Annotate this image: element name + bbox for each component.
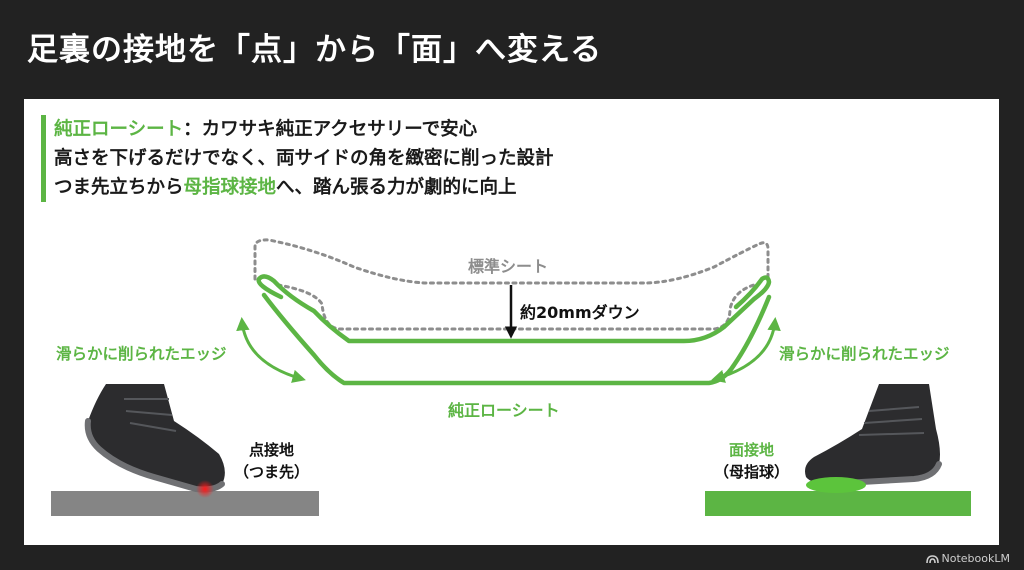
point-contact-title: 点接地 [249,441,295,459]
bullet-line-1: 純正ローシート：カワサキ純正アクセサリーで安心 [54,115,554,144]
seat-comparison-diagram [51,238,971,516]
edge-label-right: 滑らかに削られたエッジ [779,345,950,363]
low-seat-label: 純正ローシート [448,401,560,420]
surface-contact-label: 面接地 （母指球） [714,439,789,483]
double-curved-arrow-icon [236,316,306,383]
bullet-text: つま先立ちから [54,177,184,198]
slide-title: 足裏の接地を「点」から「面」へ変える [27,32,603,68]
bullet-highlight-ball-contact: 母指球接地 [183,177,277,198]
summary-bullets: 純正ローシート：カワサキ純正アクセサリーで安心 高さを下げるだけでなく、両サイド… [41,115,554,202]
notebooklm-logo-icon [925,554,939,563]
contact-surface-marker [806,477,866,493]
ground-bar-gray [51,491,319,516]
bullet-highlight-low-seat: 純正ローシート [54,119,184,140]
contact-point-marker [196,480,214,498]
drop-amount-label: 約20mmダウン [520,303,640,322]
boot-tiptoe-icon [84,369,225,498]
standard-seat-label: 標準シート [468,257,549,276]
surface-contact-title: 面接地 [729,441,775,459]
watermark: NotebookLM [925,552,1010,565]
bullet-text: へ、踏ん張る力が劇的に向上 [276,177,517,198]
surface-contact-subtitle: （母指球） [714,463,790,481]
point-contact-subtitle: （つま先） [234,463,310,481]
double-curved-arrow-icon [711,316,781,383]
bullet-line-2: 高さを下げるだけでなく、両サイドの角を緻密に削った設計 [54,148,554,169]
boot-flat-icon [805,369,944,493]
edge-label-left: 滑らかに削られたエッジ [56,345,227,363]
bullet-text: ：カワサキ純正アクセサリーで安心 [183,119,478,140]
standard-seat-outline [253,238,770,331]
watermark-label: NotebookLM [941,552,1010,565]
point-contact-label: 点接地 （つま先） [234,439,309,483]
bullet-line-3: つま先立ちから母指球接地へ、踏ん張る力が劇的に向上 [54,173,554,202]
content-card: 純正ローシート：カワサキ純正アクセサリーで安心 高さを下げるだけでなく、両サイド… [24,99,999,545]
ground-bar-green [705,491,971,516]
